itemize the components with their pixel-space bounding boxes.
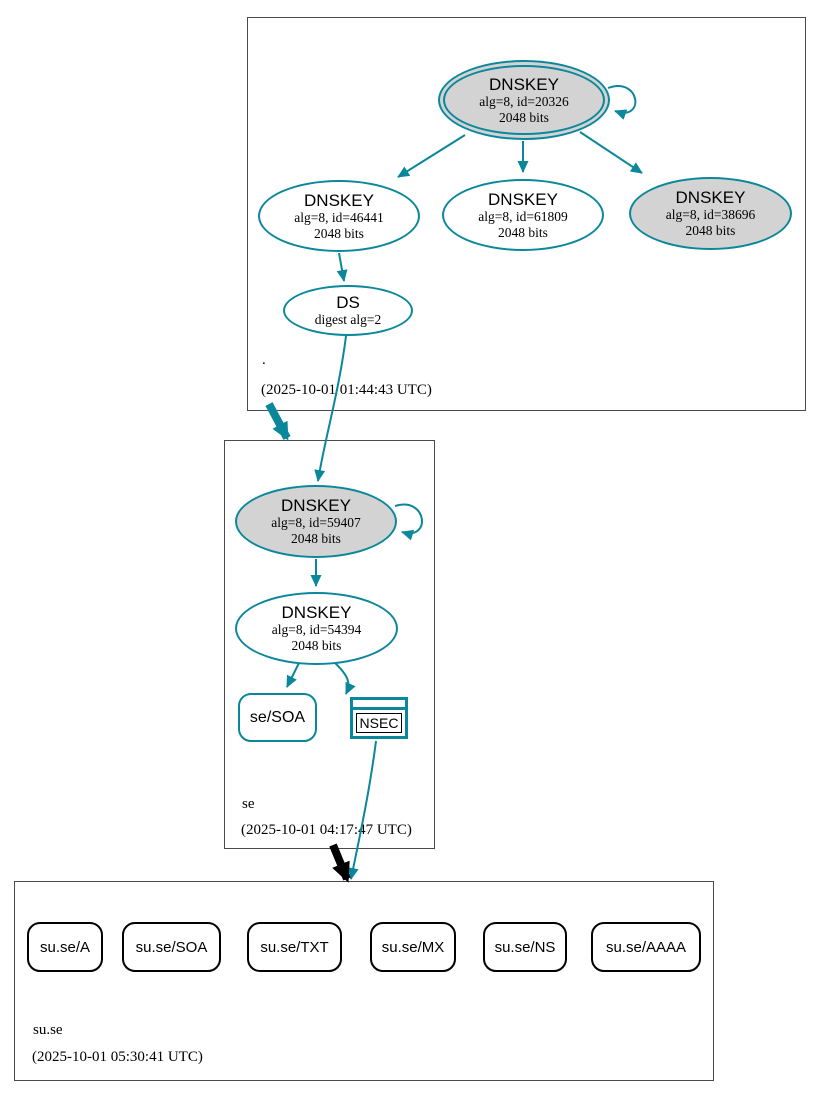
- rrset-label: su.se/AAAA: [605, 938, 687, 956]
- node-se-ksk-dnskey-59407[interactable]: DNSKEY alg=8, id=59407 2048 bits: [235, 485, 397, 558]
- node-se-soa-rrset[interactable]: se/SOA: [238, 693, 317, 742]
- node-su-se-txt-rrset[interactable]: su.se/TXT: [247, 922, 342, 972]
- edge-root-ksk-selfloop: [607, 85, 637, 120]
- edge-delegation-se-to-su-se: [329, 843, 351, 883]
- node-alg-id: alg=8, id=38696: [665, 207, 756, 222]
- zone-timestamp-se: (2025-10-01 04:17:47 UTC): [241, 822, 412, 838]
- edge-ds-to-se-ksk: [314, 335, 347, 482]
- edge-se-zsk-to-soa: [286, 662, 300, 688]
- edge-46441-to-ds: [336, 252, 348, 282]
- node-alg-id: alg=8, id=54394: [271, 622, 362, 637]
- zone-box-se: [224, 440, 435, 849]
- edge-se-zsk-to-nsec: [332, 660, 356, 695]
- node-alg-id: alg=8, id=20326: [479, 93, 569, 109]
- node-root-dnskey-38696[interactable]: DNSKEY alg=8, id=38696 2048 bits: [629, 177, 792, 250]
- rrset-label: su.se/NS: [494, 938, 556, 956]
- node-bits: 2048 bits: [499, 109, 549, 125]
- node-detail: digest alg=2: [314, 312, 382, 327]
- edge-se-ksk-selfloop: [394, 503, 423, 541]
- node-su-se-soa-rrset[interactable]: su.se/SOA: [122, 922, 221, 972]
- edge-root-ksk-to-38696: [579, 131, 643, 174]
- node-title: DNSKEY: [281, 603, 352, 622]
- node-alg-id: alg=8, id=61809: [478, 208, 568, 224]
- node-bits: 2048 bits: [685, 223, 736, 238]
- edge-delegation-root-to-se: [265, 402, 291, 441]
- node-root-dnskey-46441[interactable]: DNSKEY alg=8, id=46441 2048 bits: [258, 180, 420, 252]
- node-bits: 2048 bits: [498, 224, 548, 240]
- node-root-ksk-dnskey-20326[interactable]: DNSKEY alg=8, id=20326 2048 bits: [438, 60, 610, 140]
- node-bits: 2048 bits: [291, 638, 342, 653]
- nsec-body: NSEC: [353, 710, 405, 736]
- node-title: DNSKEY: [304, 190, 374, 210]
- nsec-label: NSEC: [355, 713, 403, 733]
- node-su-se-aaaa-rrset[interactable]: su.se/AAAA: [591, 922, 701, 972]
- zone-timestamp-su-se: (2025-10-01 05:30:41 UTC): [32, 1049, 203, 1065]
- node-su-se-a-rrset[interactable]: su.se/A: [27, 922, 103, 972]
- node-title: DNSKEY: [488, 189, 558, 209]
- zone-box-su-se: [14, 881, 714, 1081]
- rrset-label: su.se/SOA: [135, 938, 208, 956]
- node-title: DNSKEY: [489, 74, 559, 94]
- node-bits: 2048 bits: [291, 531, 341, 546]
- rrset-label: su.se/MX: [381, 938, 445, 956]
- zone-label-se: se: [242, 796, 255, 812]
- zone-label-su-se: su.se: [33, 1022, 63, 1038]
- node-root-ds[interactable]: DS digest alg=2: [283, 285, 413, 336]
- zone-label-root: .: [262, 352, 266, 368]
- edge-root-ksk-to-46441: [397, 134, 466, 178]
- rrset-label: su.se/TXT: [260, 938, 329, 956]
- node-bits: 2048 bits: [314, 225, 364, 241]
- zone-timestamp-root: (2025-10-01 01:44:43 UTC): [261, 382, 432, 398]
- node-root-dnskey-61809[interactable]: DNSKEY alg=8, id=61809 2048 bits: [442, 179, 604, 251]
- node-title: DNSKEY: [281, 496, 351, 515]
- zone-box-root: [247, 17, 806, 411]
- nsec-top-band: [353, 700, 405, 710]
- node-title: DS: [336, 293, 360, 312]
- node-alg-id: alg=8, id=46441: [294, 209, 384, 225]
- rrset-label: se/SOA: [249, 708, 306, 726]
- node-su-se-mx-rrset[interactable]: su.se/MX: [370, 922, 456, 972]
- rrset-label: su.se/A: [39, 938, 91, 956]
- node-title: DNSKEY: [675, 188, 746, 207]
- node-se-zsk-dnskey-54394[interactable]: DNSKEY alg=8, id=54394 2048 bits: [235, 592, 398, 665]
- node-se-nsec[interactable]: NSEC: [350, 697, 408, 739]
- edge-nsec-to-su-se: [347, 740, 377, 880]
- node-alg-id: alg=8, id=59407: [271, 515, 361, 530]
- node-su-se-ns-rrset[interactable]: su.se/NS: [483, 922, 567, 972]
